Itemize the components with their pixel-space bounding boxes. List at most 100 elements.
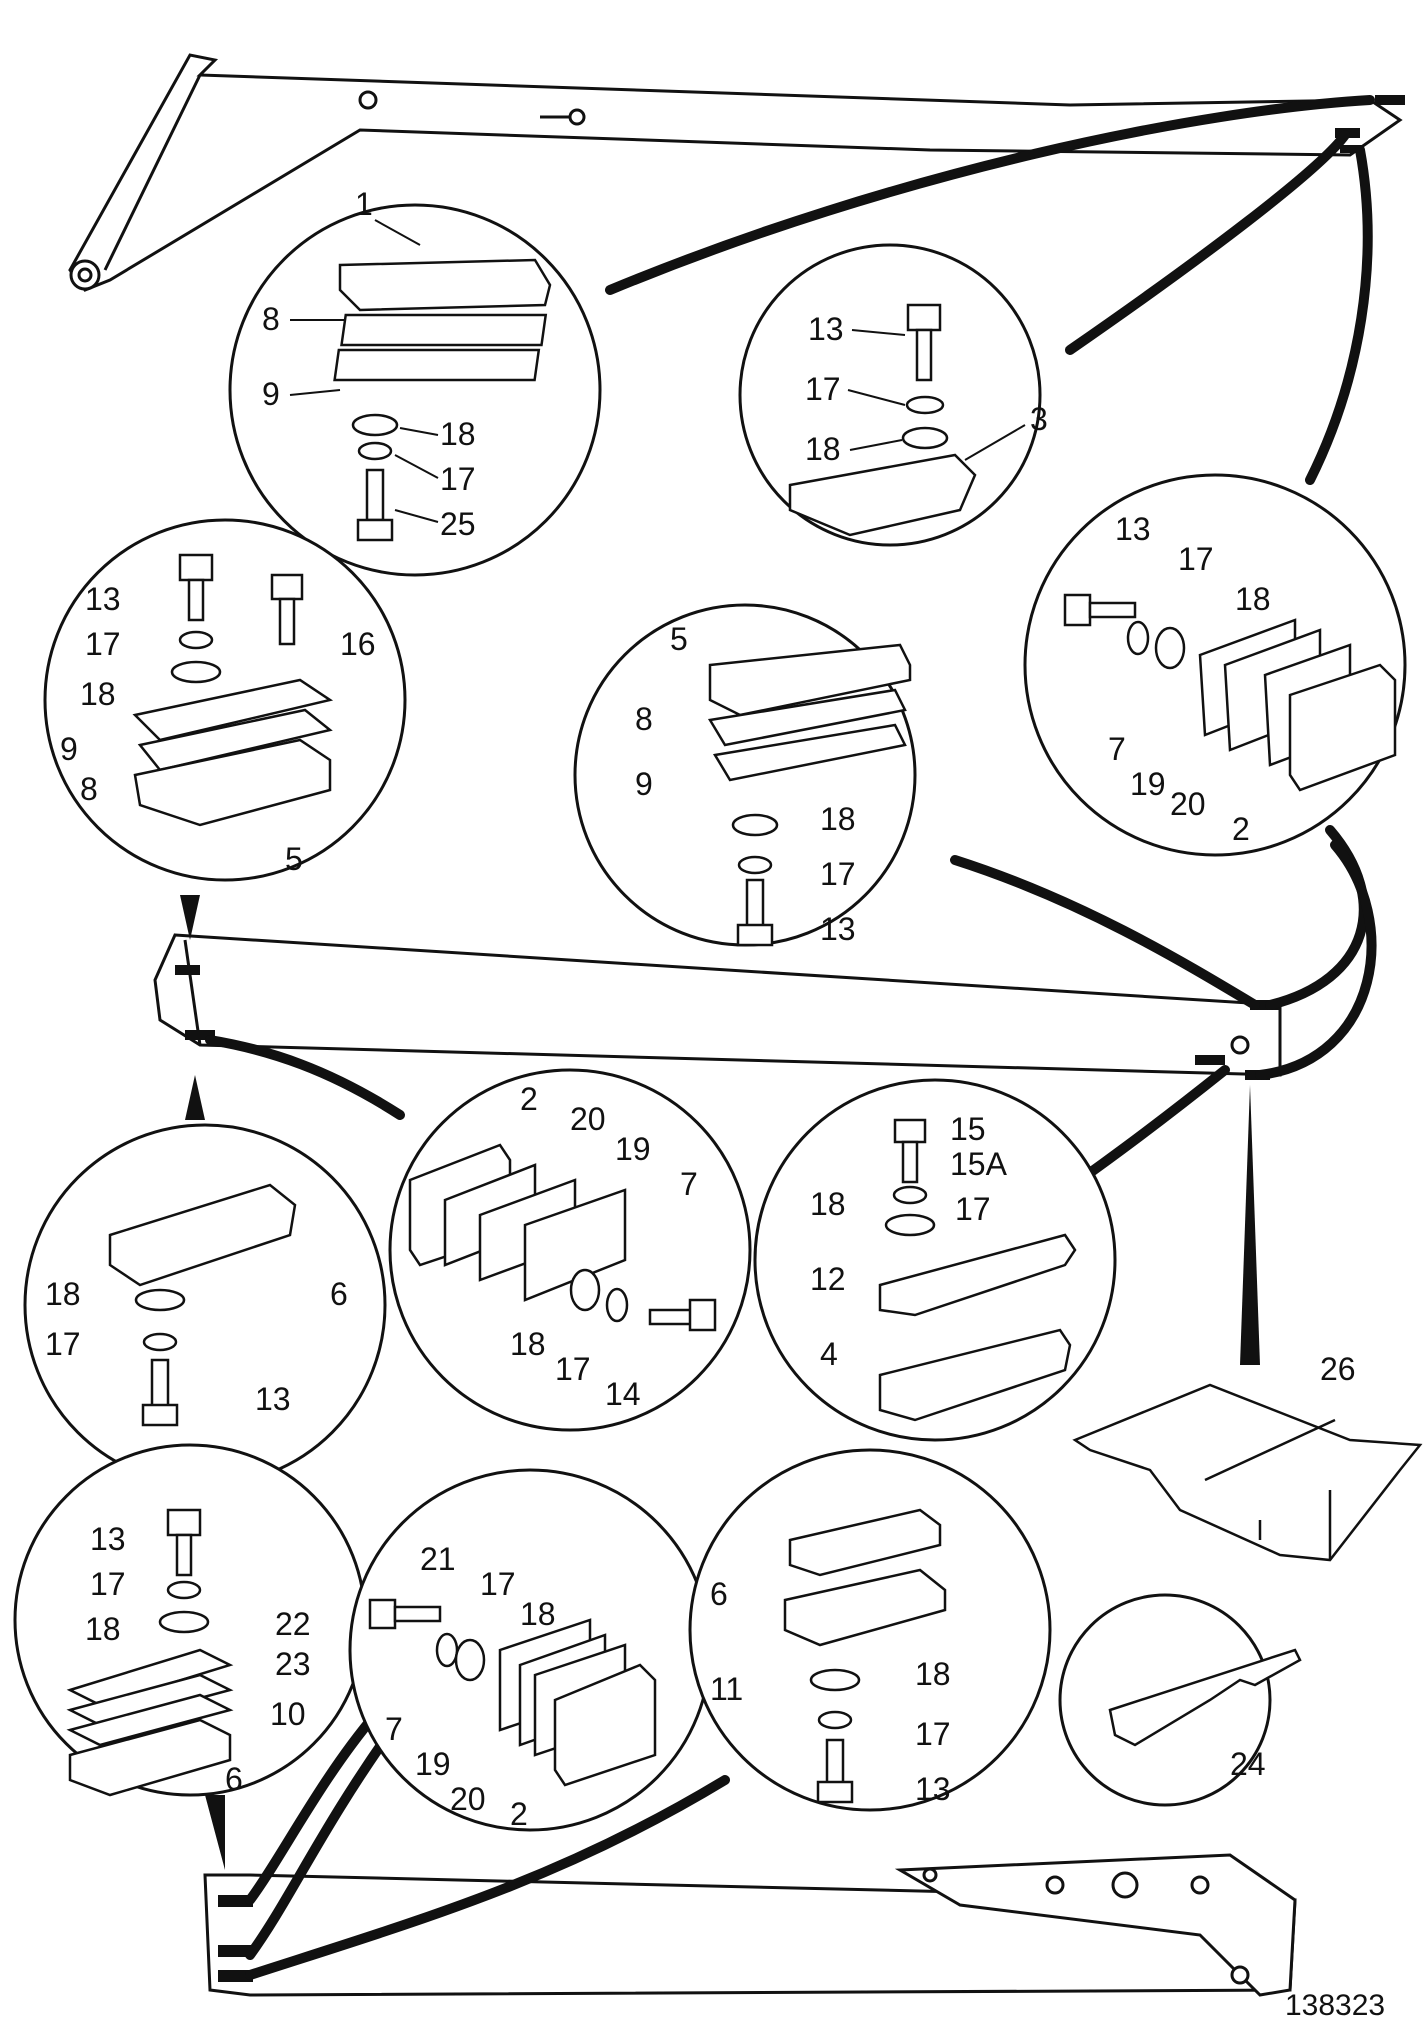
callout-16: 16: [340, 626, 376, 662]
wear-pad-part-5: [133, 738, 332, 827]
detail-circle-5: 5 8 9 18 17 13: [573, 603, 917, 947]
shim-part-8: [340, 313, 548, 347]
callout-13: 13: [85, 581, 121, 617]
callout-7: 7: [385, 1711, 403, 1747]
lock-washer-part-17: [166, 1580, 202, 1600]
bolt-part-13: [178, 553, 214, 582]
bolt-part-25: [365, 468, 385, 522]
detail-circle-13: 24: [1058, 1593, 1302, 1807]
plate-part-24: [1108, 1648, 1302, 1747]
callout-18: 18: [1235, 581, 1271, 617]
callout-17: 17: [480, 1566, 516, 1602]
detail-circle-6: 6 18 17 13: [23, 1123, 387, 1487]
callout-3: 3: [1030, 401, 1048, 437]
wear-pad-part-1: [338, 258, 552, 312]
shim-part-9: [333, 348, 541, 382]
lock-washer-part-17: [605, 1287, 629, 1323]
lock-washer-part-17: [737, 855, 773, 875]
shim-part-8: [707, 688, 907, 747]
callout-23: 23: [275, 1646, 311, 1682]
bolt-part-13: [906, 303, 942, 332]
bolt-part-14: [648, 1308, 697, 1326]
callout-18: 18: [440, 416, 476, 452]
wear-pad-part-5: [708, 643, 912, 717]
callout-17: 17: [915, 1716, 951, 1752]
callout-17: 17: [85, 626, 121, 662]
upper-boom-arm: [68, 53, 1403, 292]
lock-washer-part-17: [357, 441, 393, 461]
callout-6: 6: [710, 1576, 728, 1612]
wear-pad-part-6: [788, 1508, 942, 1577]
callout-17: 17: [440, 461, 476, 497]
callout-4: 4: [820, 1336, 838, 1372]
shim-part-9: [712, 723, 907, 782]
callout-18: 18: [520, 1596, 556, 1632]
callout-11: 11: [710, 1671, 743, 1707]
leader-lines: [205, 95, 1377, 1980]
callout-17: 17: [555, 1351, 591, 1387]
washer-part-18: [809, 1668, 861, 1692]
callout-2: 2: [1232, 811, 1250, 847]
callout-20: 20: [570, 1101, 606, 1137]
bolt-part-15: [893, 1118, 927, 1144]
detail-circle-8: 15 15A 18 17 12 4: [753, 1078, 1117, 1442]
callout-8: 8: [635, 701, 653, 737]
detail-circle-10: 13 17 18 22 23 10 6: [13, 1443, 367, 1797]
callout-15A: 15A: [950, 1146, 1008, 1182]
callout-8: 8: [80, 771, 98, 807]
washer-part-18: [134, 1288, 186, 1312]
callout-7: 7: [680, 1166, 698, 1202]
callout-17: 17: [820, 856, 856, 892]
callout-13: 13: [255, 1381, 291, 1417]
callout-25: 25: [440, 506, 476, 542]
callout-18: 18: [85, 1611, 121, 1647]
callout-2: 2: [510, 1796, 528, 1832]
callout-17: 17: [45, 1326, 81, 1362]
callout-6: 6: [225, 1761, 243, 1797]
bolt-part-13: [825, 1738, 845, 1787]
bolt-part-13: [166, 1508, 202, 1537]
callout-5: 5: [285, 841, 303, 877]
callout-9: 9: [262, 376, 280, 412]
lock-washer-part-17: [142, 1332, 178, 1352]
bolt-part-16: [270, 573, 304, 601]
callout-18: 18: [45, 1276, 81, 1312]
callout-9: 9: [60, 731, 78, 767]
wear-pad-part-6: [68, 1718, 232, 1797]
callout-13: 13: [1115, 511, 1151, 547]
shim-part-23: [66, 1673, 234, 1727]
callout-19: 19: [415, 1746, 451, 1782]
plate-part-12: [878, 1233, 1077, 1317]
callout-18: 18: [510, 1326, 546, 1362]
callout-18: 18: [805, 431, 841, 467]
detail-circle-3: 13 17 18 7 19 20 2: [1023, 473, 1407, 857]
shim-part-10: [66, 1693, 234, 1747]
washer-part-18: [351, 413, 399, 437]
lock-washer-part-17: [1126, 620, 1150, 656]
lock-washer-part-17: [905, 395, 945, 415]
washer-part-18: [158, 1610, 210, 1634]
callout-6: 6: [330, 1276, 348, 1312]
detail-circle-11: 21 17 18 7 19 20 2: [348, 1468, 712, 1832]
callout-18: 18: [915, 1656, 951, 1692]
shim-part-22: [66, 1648, 234, 1707]
callout-17: 17: [1178, 541, 1214, 577]
callout-24: 24: [1230, 1746, 1266, 1782]
callout-10: 10: [270, 1696, 306, 1732]
lock-washer-part-17: [178, 630, 214, 650]
callout-7: 7: [1108, 731, 1126, 767]
callout-20: 20: [1170, 786, 1206, 822]
callout-15: 15: [950, 1111, 986, 1147]
shim-part-7: [523, 1188, 627, 1302]
washer-part-18: [454, 1638, 486, 1682]
detail-circle-4: 13 16 17 18 9 8 5: [43, 518, 407, 882]
lower-boom-arm: [203, 1853, 1297, 1997]
wear-pad-part-2: [553, 1663, 657, 1787]
detail-circle-1: 1 8 9 18 17 25: [228, 186, 602, 577]
drawing-reference-number: 138323: [1285, 1989, 1385, 2022]
callout-18: 18: [810, 1186, 846, 1222]
middle-boom-arm: [153, 933, 1282, 1077]
detail-circle-7: 2 20 19 7 18 17 14: [388, 1068, 752, 1432]
detail-circle-12: 6 11 18 17 13: [688, 1448, 1052, 1812]
